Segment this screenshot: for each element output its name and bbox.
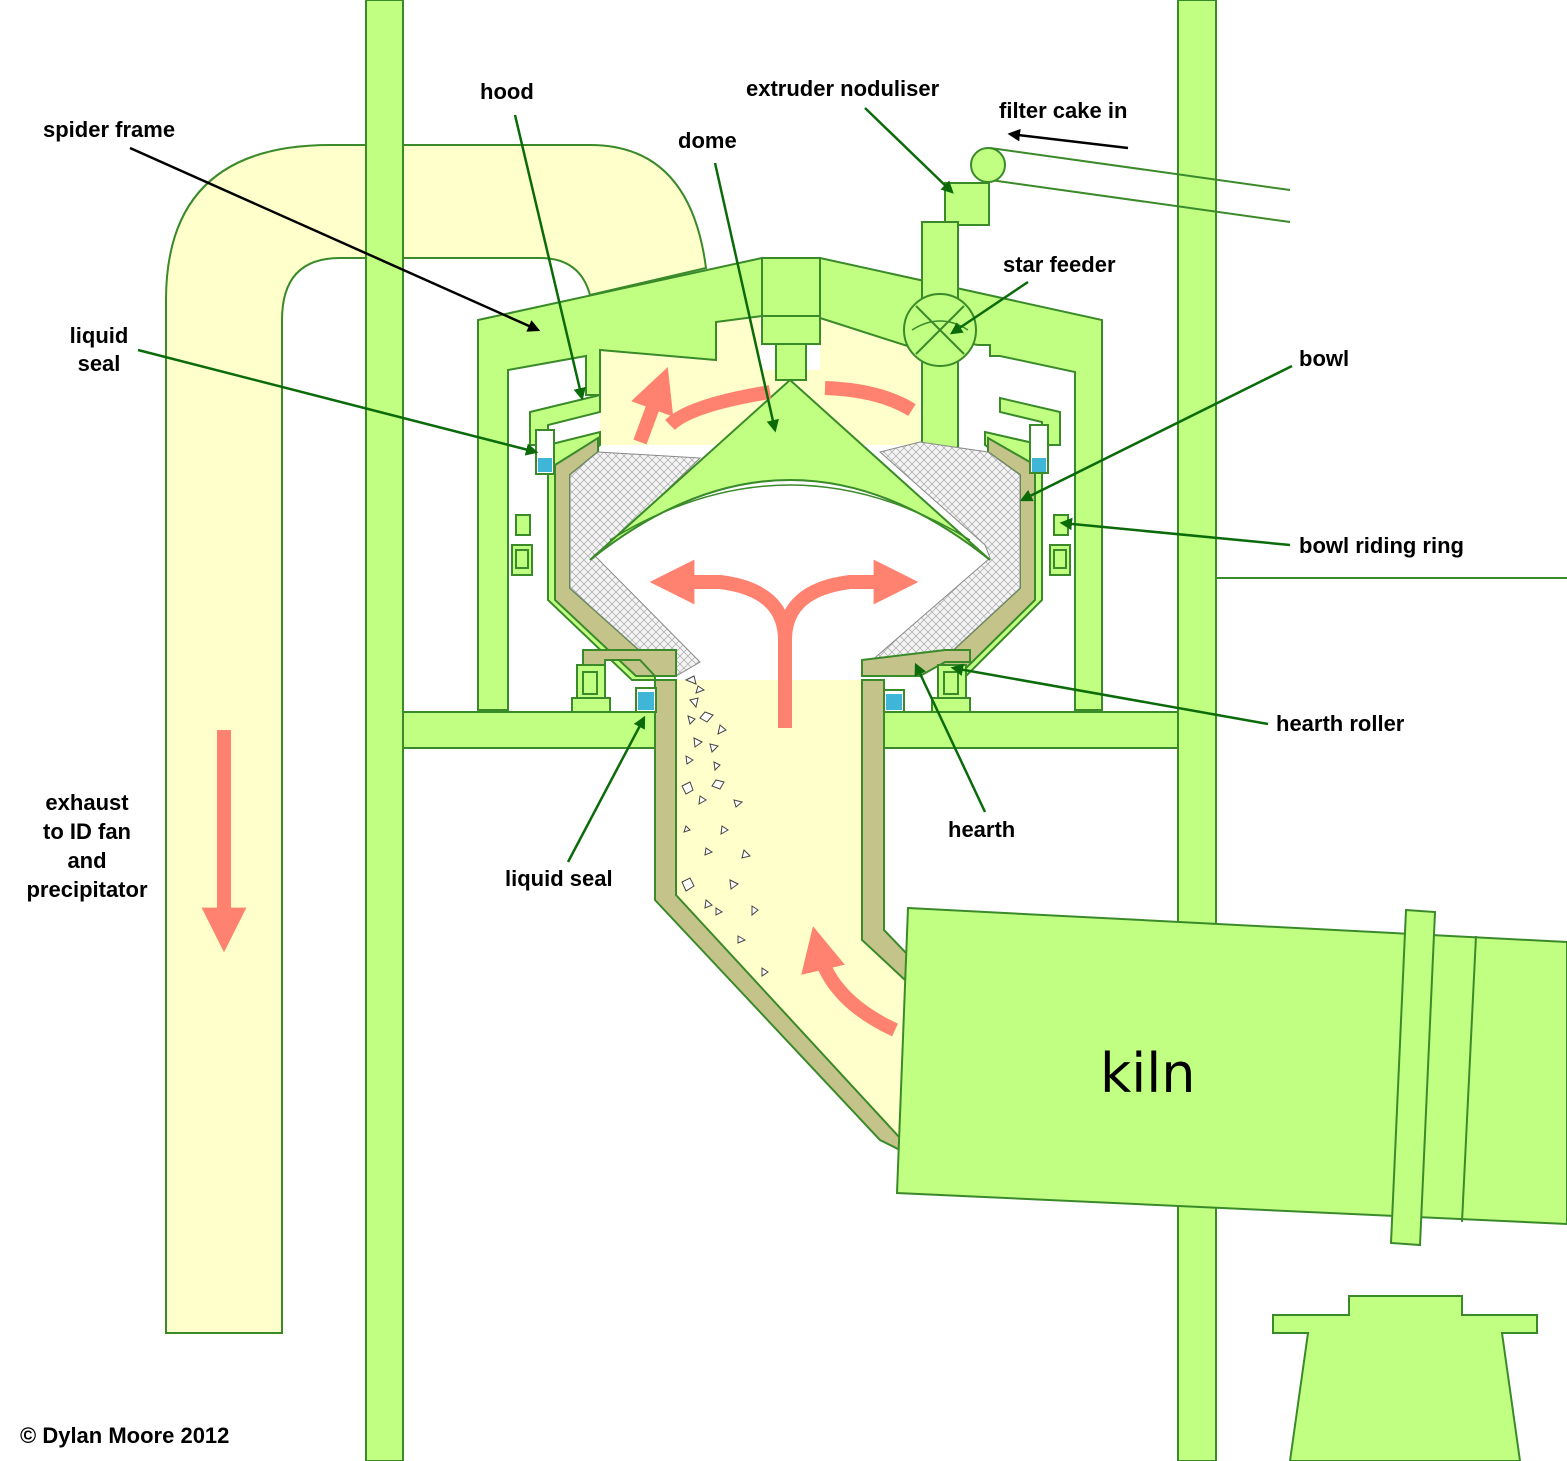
label-exhaust-2: to ID fan <box>43 819 131 844</box>
label-bowl-riding-ring: bowl riding ring <box>1299 533 1464 558</box>
label-spider-frame: spider frame <box>43 117 175 142</box>
label-filter-cake-in: filter cake in <box>999 98 1127 123</box>
feed-system <box>903 147 1291 449</box>
label-liquid-seal-top-2: seal <box>78 351 121 376</box>
filter-cake-pulley <box>970 147 1006 183</box>
gas-flow-arrows <box>201 366 919 1037</box>
label-hood: hood <box>480 79 534 104</box>
kiln: kiln <box>895 906 1567 1247</box>
label-exhaust-4: precipitator <box>26 877 147 902</box>
label-exhaust-1: exhaust <box>45 790 129 815</box>
falling-nodules <box>681 675 769 977</box>
label-dome: dome <box>678 128 737 153</box>
hearth-assembly <box>535 424 1049 713</box>
black-pointers <box>129 128 1129 332</box>
hood-assembly <box>477 256 1103 711</box>
label-hearth: hearth <box>948 817 1015 842</box>
dome <box>589 378 991 561</box>
label-bowl: bowl <box>1299 346 1349 371</box>
lower-right-support <box>1272 1295 1538 1461</box>
kiln-label: kiln <box>1100 1042 1196 1105</box>
exhaust-duct <box>165 144 708 1334</box>
kiln-inlet-chute <box>654 679 910 1152</box>
label-liquid-seal-bottom: liquid seal <box>505 866 613 891</box>
bowl <box>511 430 1071 681</box>
labels: spider frame hood dome extruder nodulise… <box>20 76 1464 1448</box>
label-exhaust-3: and <box>67 848 106 873</box>
support-structure <box>365 0 1567 1461</box>
label-extruder-noduliser: extruder noduliser <box>746 76 940 101</box>
label-star-feeder: star feeder <box>1003 252 1116 277</box>
pointer-lines <box>137 107 1293 863</box>
extruder-noduliser-box <box>944 182 990 226</box>
label-hearth-roller: hearth roller <box>1276 711 1405 736</box>
label-liquid-seal-top-1: liquid <box>70 323 129 348</box>
copyright-notice: © Dylan Moore 2012 <box>20 1423 229 1448</box>
